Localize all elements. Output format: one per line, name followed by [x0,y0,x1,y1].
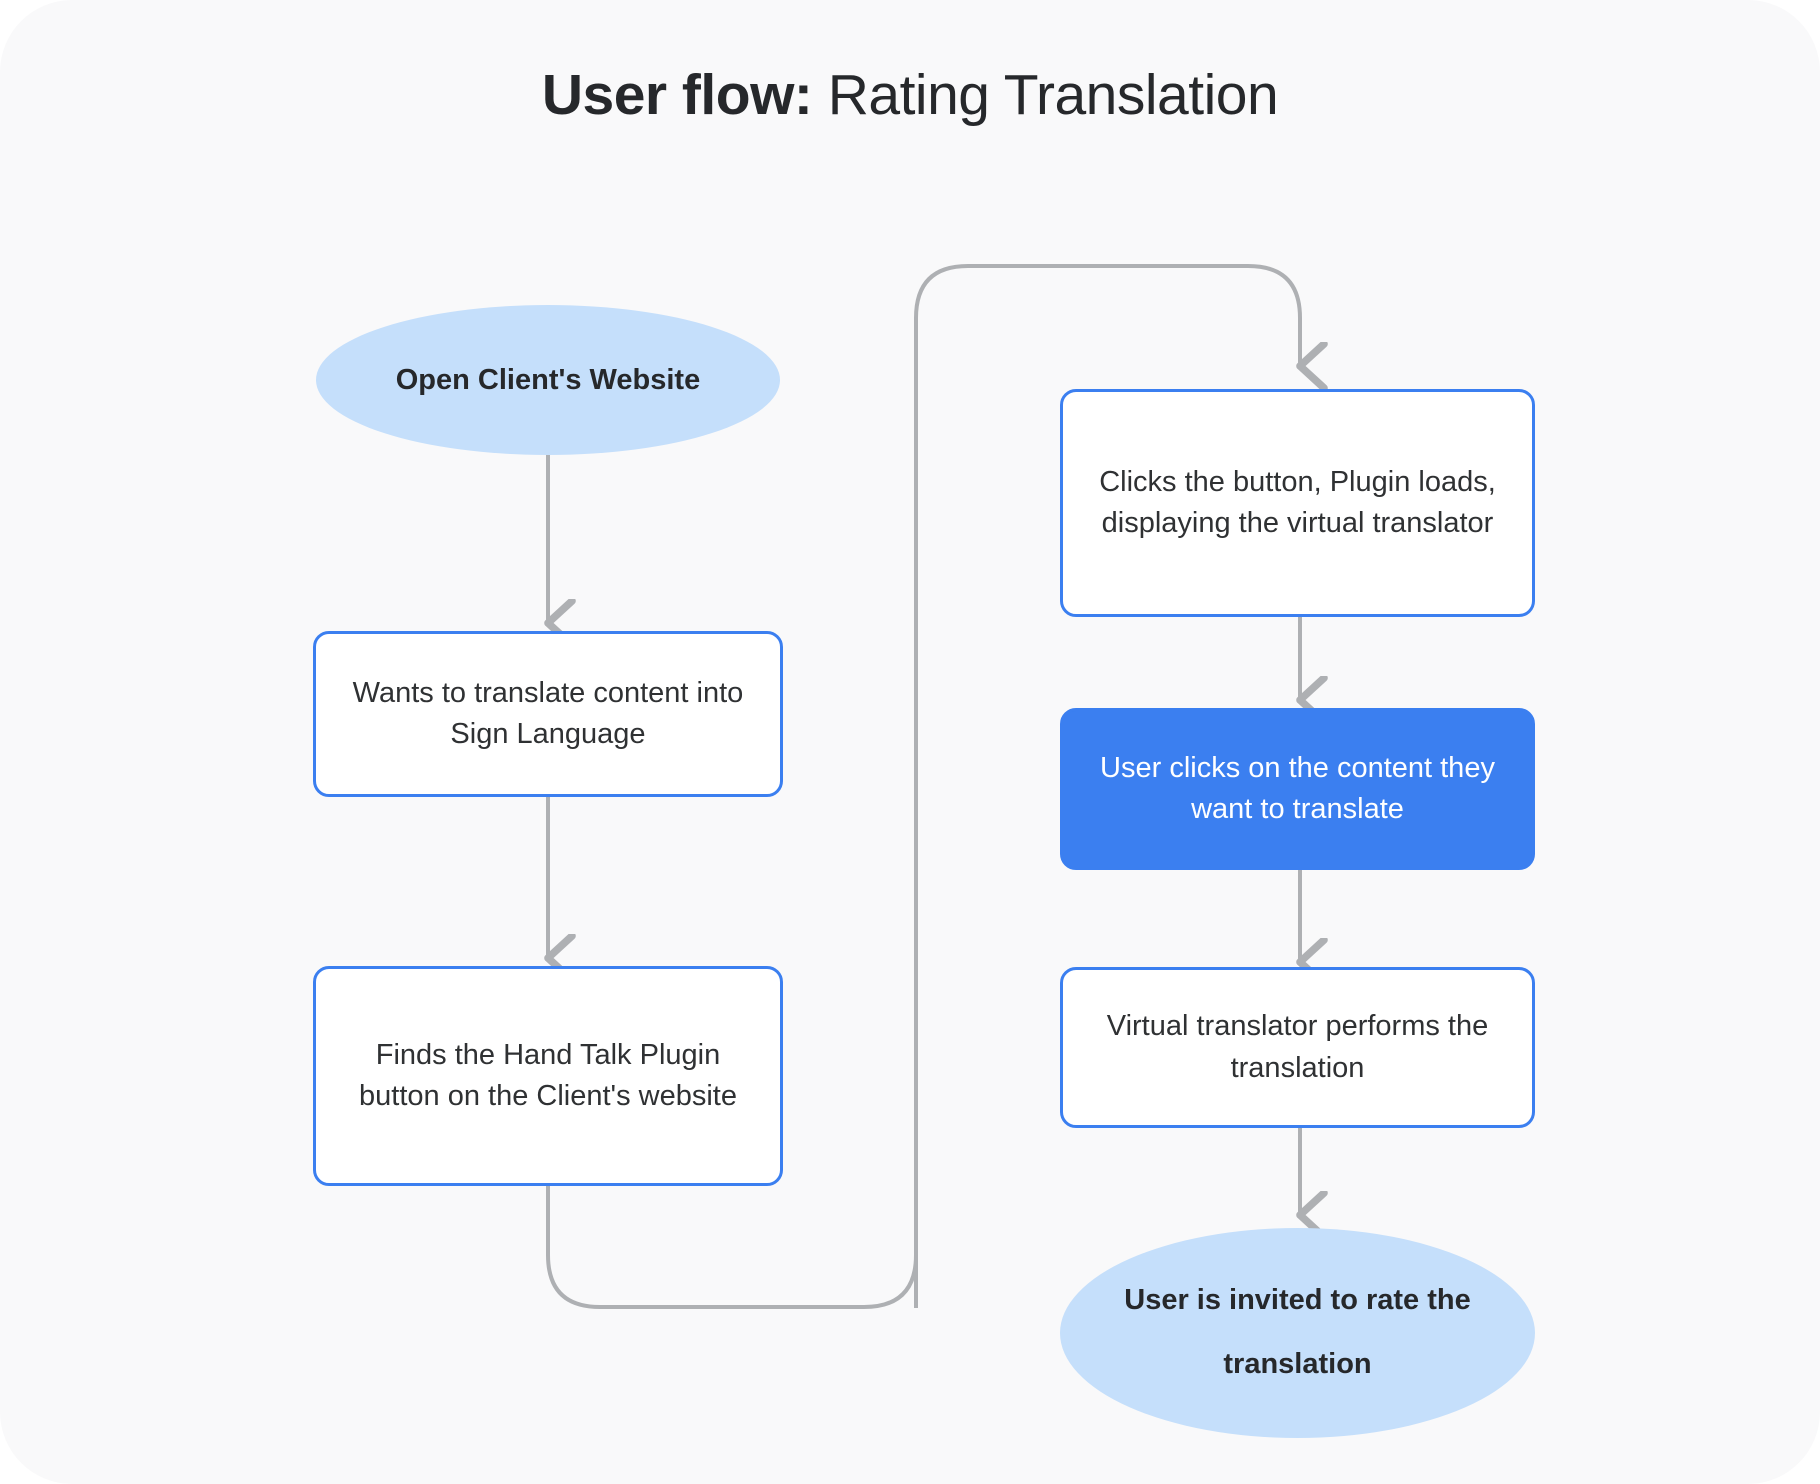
node-open-clients-website[interactable]: Open Client's Website [316,305,780,455]
node-clicks-button-plugin-loads[interactable]: Clicks the button, Plugin loads, display… [1060,389,1535,617]
edge-finds-to-clicks-loop [546,1186,918,1309]
page-title: User flow: Rating Translation [0,62,1820,128]
node-label: Wants to translate content into Sign Lan… [352,676,744,750]
page-title-bold: User flow: [541,63,813,127]
node-label: User clicks on the content they want to … [1100,751,1495,825]
node-virtual-translator-performs[interactable]: Virtual translator performs the translat… [1060,967,1535,1128]
node-label: Clicks the button, Plugin loads, display… [1099,465,1496,539]
page-title-regular: Rating Translation [812,63,1279,127]
node-label: Finds the Hand Talk Plugin button on the… [359,1038,737,1112]
node-label: Virtual translator performs the translat… [1106,1010,1489,1084]
node-user-invited-to-rate[interactable]: User is invited to rate the translation [1060,1228,1535,1438]
node-label: User is invited to rate the translation [1124,1284,1471,1380]
node-finds-plugin-button[interactable]: Finds the Hand Talk Plugin button on the… [313,966,783,1186]
node-user-clicks-content[interactable]: User clicks on the content they want to … [1060,708,1535,870]
node-label: Open Client's Website [395,363,701,396]
node-wants-to-translate[interactable]: Wants to translate content into Sign Lan… [313,631,783,797]
